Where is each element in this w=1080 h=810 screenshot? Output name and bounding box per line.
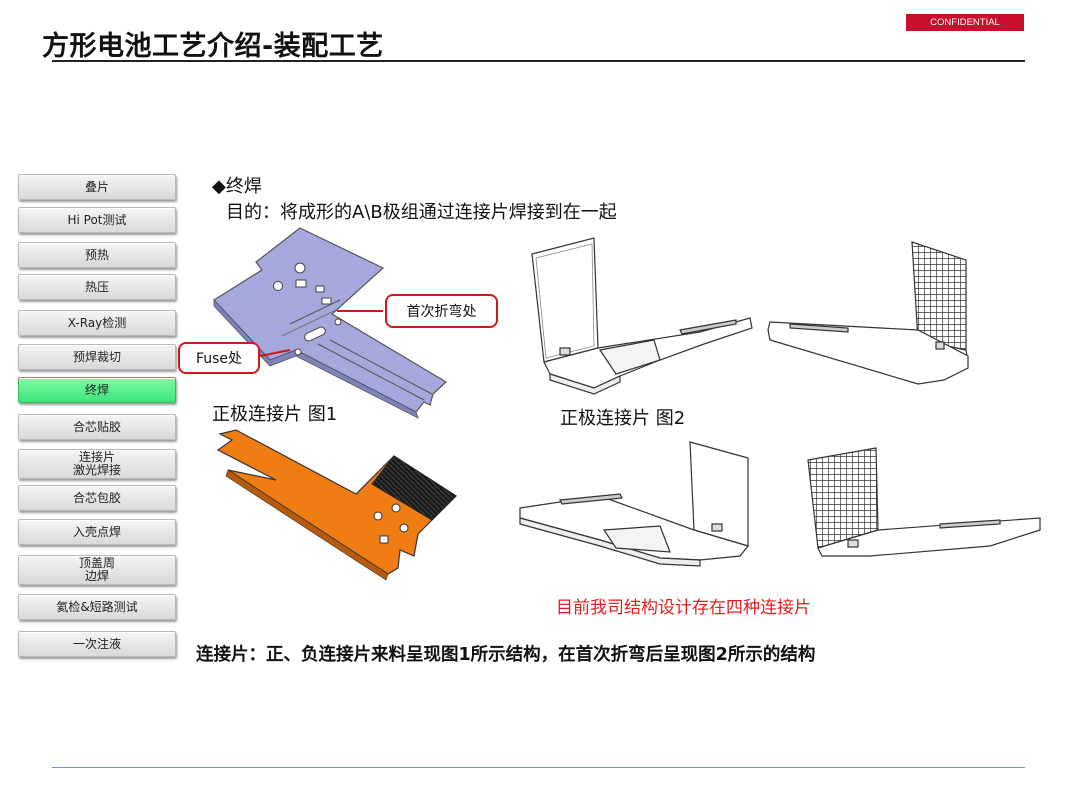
callout-fuse: Fuse处 <box>178 342 260 374</box>
page-title: 方形电池工艺介绍-装配工艺 <box>42 31 384 62</box>
negative-connector-bent-drawing-b <box>807 447 1041 557</box>
figure2-caption: 正极连接片 图2 <box>560 408 686 429</box>
process-step-first-injection[interactable]: 一次注液 <box>18 631 176 657</box>
process-step-hot-press[interactable]: 热压 <box>18 274 176 300</box>
negative-connector-flat-drawing <box>216 429 457 581</box>
negative-connector-bent-drawing-a <box>519 441 750 567</box>
process-step-stacking[interactable]: 叠片 <box>18 174 176 200</box>
confidential-badge: CONFIDENTIAL <box>906 14 1024 31</box>
process-step-core-taping[interactable]: 合芯贴胶 <box>18 414 176 440</box>
figure1-caption: 正极连接片 图1 <box>212 404 338 425</box>
callout-leader-fuse <box>259 349 291 357</box>
footer-divider <box>52 767 1025 768</box>
process-step-xray-inspection[interactable]: X-Ray检测 <box>18 310 176 336</box>
callout-first-fold: 首次折弯处 <box>385 294 498 328</box>
process-step-tab-laser-weld[interactable]: 连接片 激光焊接 <box>18 449 176 479</box>
process-step-top-cap-weld[interactable]: 顶盖周 边焊 <box>18 555 176 585</box>
process-step-preheat[interactable]: 预热 <box>18 242 176 268</box>
callout-first-fold-label: 首次折弯处 <box>406 304 477 320</box>
process-step-can-spot-weld[interactable]: 入壳点焊 <box>18 519 176 545</box>
positive-connector-flat-drawing <box>213 227 447 419</box>
summary-text: 连接片：正、负连接片来料呈现图1所示结构，在首次折弯后呈现图2所示的结构 <box>196 645 816 665</box>
process-step-pre-weld-cut[interactable]: 预焊裁切 <box>18 344 176 370</box>
process-step-core-wrapping[interactable]: 合芯包胶 <box>18 485 176 511</box>
process-step-hipot-test[interactable]: Hi Pot测试 <box>18 207 176 233</box>
positive-connector-bent-drawing-a <box>531 237 753 395</box>
positive-connector-bent-drawing-b <box>767 241 969 385</box>
callout-fuse-label: Fuse处 <box>195 351 243 367</box>
connector-types-note: 目前我司结构设计存在四种连接片 <box>556 598 811 618</box>
section-heading: ◆终焊 <box>212 176 262 197</box>
purpose-text: 目的：将成形的A\B极组通过连接片焊接到在一起 <box>226 202 617 223</box>
process-step-final-weld[interactable]: 终焊 <box>18 377 176 403</box>
process-step-helium-short-test[interactable]: 氦检&短路测试 <box>18 594 176 620</box>
title-divider <box>52 60 1025 62</box>
